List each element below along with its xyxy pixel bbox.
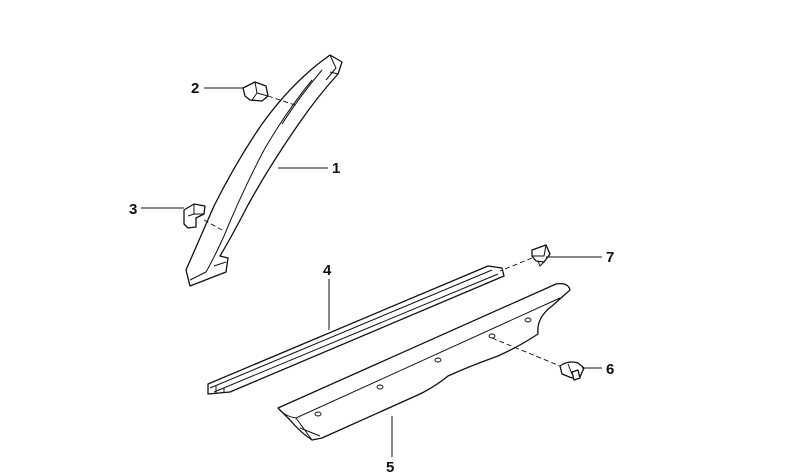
callout-3: 3 (129, 201, 137, 218)
sill-strip-part (207, 265, 505, 395)
callout-1: 1 (332, 160, 340, 177)
assembly-line-6 (491, 337, 561, 367)
callout-5: 5 (386, 459, 394, 473)
callout-4: 4 (323, 262, 332, 279)
callout-6: 6 (606, 361, 614, 378)
expanding-clip-part (531, 244, 551, 267)
callout-7: 7 (606, 249, 614, 266)
clip-part (242, 81, 269, 102)
callout-2: 2 (191, 80, 199, 97)
assembly-line-3 (203, 219, 223, 231)
push-rivet-part (559, 361, 585, 381)
bracket-clip-part (183, 203, 206, 229)
pillar-trim-part (185, 54, 343, 287)
assembly-line-2 (267, 95, 299, 107)
assembly-line-7 (499, 257, 533, 272)
sill-trim-panel-part (277, 282, 571, 441)
